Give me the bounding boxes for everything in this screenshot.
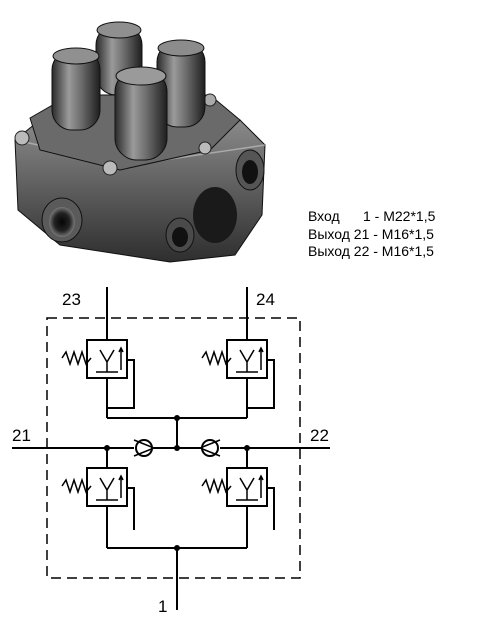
housing-outline [46,317,301,579]
port-label-24: 24 [256,290,275,309]
spec-outlet-22: Выход 22 - M16*1,5 [308,243,434,259]
port-label-21: 21 [12,426,31,445]
port-label-22: 22 [310,426,329,445]
port-label-23: 23 [62,290,81,309]
spec-outlet-21: Выход 21 - M16*1,5 [308,225,434,242]
valve-photo [14,21,266,263]
port-label-1: 1 [158,597,167,616]
port-thread-specs: Вход 1 - M22*1,5 Выход 21 - M16*1,5 Выхо… [308,208,435,261]
pneumatic-schematic: 23 24 21 22 1 [12,287,330,616]
spec-inlet: Вход 1 - M22*1,5 [308,208,436,224]
